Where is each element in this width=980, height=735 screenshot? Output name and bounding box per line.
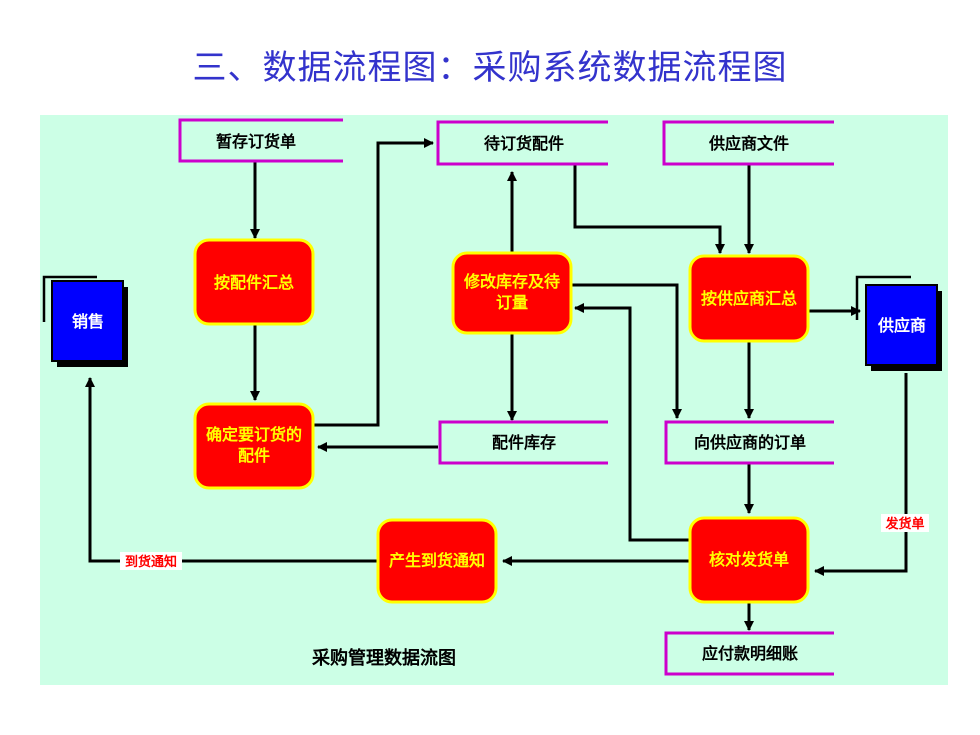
process-label-queding-line2: 配件	[238, 446, 270, 465]
page-title: 三、数据流程图：采购系统数据流程图	[192, 48, 788, 88]
store-label-mingxi: 应付款明细账	[702, 644, 798, 663]
diagram-caption: 采购管理数据流图	[311, 647, 456, 669]
process-gys-huizong: 按供应商汇总	[688, 254, 810, 343]
process-label-hedui: 核对发货单	[709, 550, 789, 569]
flow-hedui-to-xiugai	[574, 303, 690, 542]
flow-chansheng-to-xiaoshou	[85, 377, 380, 563]
flow-arrows	[85, 138, 908, 631]
entity-gongyingshang: 供应商	[855, 275, 942, 371]
process-label-huizong: 按配件汇总	[214, 273, 294, 292]
flow-daiding-to-gys-huizong	[573, 165, 725, 254]
process-hedui: 核对发货单	[688, 516, 810, 604]
entity-label-gongyingshang: 供应商	[877, 316, 926, 335]
data-store-peijian-kucun: 配件库存	[438, 420, 608, 465]
data-store-gongyingshang-wenjian: 供应商文件	[662, 120, 834, 166]
flow-label-daohuo-tongzhi: 到货通知	[120, 552, 182, 570]
process-label-queding-line1: 确定要订货的	[206, 425, 302, 444]
store-label-gongyingshang-wenjian: 供应商文件	[708, 134, 789, 153]
store-label-zancun: 暂存订货单	[216, 132, 296, 151]
process-label-chansheng: 产生到货通知	[389, 551, 485, 570]
entity-label-xiaoshou: 销售	[72, 312, 104, 331]
diagram-background	[40, 115, 948, 685]
flow-label-daohuo-tongzhi-text: 到货通知	[125, 554, 177, 570]
data-store-daiding: 待订货配件	[436, 120, 608, 166]
process-queding: 确定要订货的 配件	[193, 402, 315, 490]
process-chansheng: 产生到货通知	[376, 518, 498, 604]
process-label-xiugai-line2: 订量	[496, 293, 528, 312]
data-store-dingdan: 向供应商的订单	[664, 420, 834, 465]
entity-xiaoshou: 销售	[42, 275, 128, 367]
store-label-daiding: 待订货配件	[484, 134, 564, 153]
flow-queding-to-daiding	[311, 138, 434, 427]
process-huizong: 按配件汇总	[193, 238, 315, 326]
flow-label-fahuo-dan: 发货单	[881, 514, 929, 532]
flow-label-fahuo-dan-text: 发货单	[884, 516, 924, 532]
store-label-dingdan: 向供应商的订单	[694, 433, 806, 452]
store-label-peijian-kucun: 配件库存	[492, 433, 556, 452]
data-store-mingxi: 应付款明细账	[664, 631, 834, 676]
process-label-xiugai-line1: 修改库存及待	[463, 272, 560, 291]
process-label-gys-huizong: 按供应商汇总	[701, 289, 797, 308]
flow-supplier-to-hedui	[814, 373, 908, 576]
data-store-zancun: 暂存订货单	[178, 118, 343, 163]
flow-xiugai-to-dingdan	[572, 283, 682, 419]
process-xiugai: 修改库存及待 订量	[451, 251, 573, 335]
